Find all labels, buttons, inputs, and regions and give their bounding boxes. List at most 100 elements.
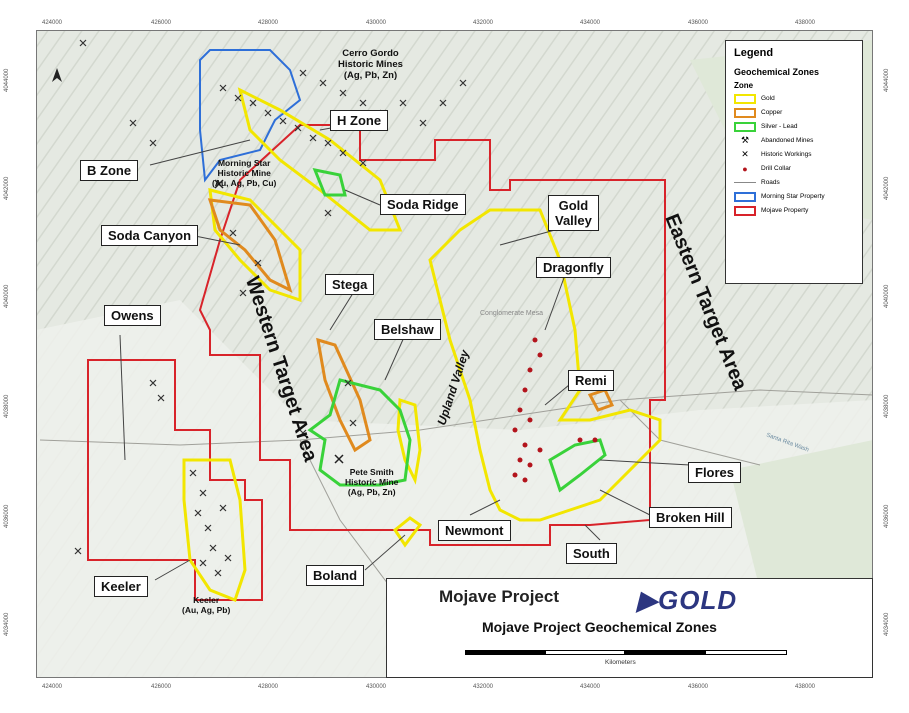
callout-newmont: Newmont (438, 520, 511, 541)
cerro-gordo-metals: (Ag, Pb, Zn) (343, 70, 398, 81)
x-tick: 430000 (365, 20, 387, 26)
callout-h-zone: H Zone (330, 110, 389, 131)
callout-boland: Boland (306, 565, 365, 586)
legend-label: Copper (761, 109, 783, 116)
x-tick: 436000 (687, 20, 709, 26)
legend-label: Silver - Lead (761, 123, 798, 130)
mine-pick-icon: ⚒ (740, 135, 750, 145)
x-tick: 428000 (257, 20, 279, 26)
drill-collars (512, 337, 598, 483)
callout-dragonfly: Dragonfly (536, 257, 611, 278)
keeler-hist-metals: (Au, Ag, Pb) (182, 605, 231, 615)
legend-item-silver-lead: Silver - Lead (734, 121, 854, 132)
legend-item-mojave: Mojave Property (734, 205, 854, 216)
y-tick: 4040000 (4, 284, 10, 308)
x-tick: 438000 (794, 684, 816, 690)
callout-soda-canyon: Soda Canyon (101, 225, 199, 246)
legend-label: Gold (761, 95, 775, 102)
callout-stega: Stega (325, 274, 375, 295)
map-legend: Legend Geochemical Zones Zone Gold Coppe… (725, 40, 863, 284)
historic-workings (74, 39, 467, 577)
scale-segment (625, 650, 705, 655)
gold-swatch (734, 93, 756, 104)
legend-label: Roads (761, 179, 780, 186)
morning-star-swatch (734, 191, 756, 202)
legend-item-gold: Gold (734, 93, 854, 104)
scale-segment (545, 650, 625, 655)
y-tick: 4042000 (884, 176, 890, 200)
morning-star-desc: Historic Mine (217, 168, 271, 178)
drill-dot-icon: ● (742, 163, 748, 174)
silver-lead-zones (307, 167, 607, 493)
green-hills-se (730, 440, 873, 600)
mojave-swatch (734, 205, 756, 216)
x-tick: 424000 (41, 684, 63, 690)
logo-text: GOLD (658, 585, 738, 615)
y-tick: 4038000 (884, 394, 890, 418)
keeler-historic-label: Keeler (Au, Ag, Pb) (182, 595, 230, 615)
silver-lead-swatch (734, 121, 756, 132)
y-tick: 4036000 (884, 504, 890, 528)
abandoned-mines (214, 179, 344, 464)
project-name: Mojave Project (439, 587, 559, 606)
gold-valley-line2: Valley (555, 213, 592, 228)
x-tick: 426000 (150, 684, 172, 690)
legend-item-historic-workings: ✕ Historic Workings (734, 149, 854, 160)
y-tick: 4044000 (884, 68, 890, 92)
keeler-hist-name: Keeler (193, 595, 220, 605)
callout-remi: Remi (568, 370, 614, 391)
y-tick: 4038000 (4, 394, 10, 418)
x-tick: 438000 (794, 20, 816, 26)
logo-mark-icon: ▶ (637, 585, 658, 615)
legend-label: Drill Collar (761, 165, 791, 172)
callout-flores: Flores (688, 462, 742, 483)
callout-soda-ridge: Soda Ridge (380, 194, 466, 215)
cerro-gordo-name: Cerro Gordo (342, 48, 399, 59)
callout-south: South (566, 543, 617, 564)
x-tick: 424000 (41, 20, 63, 26)
legend-zone-header: Zone (734, 81, 754, 90)
pete-smith-metals: (Ag, Pb, Zn) (347, 487, 396, 497)
legend-label: Historic Workings (761, 151, 812, 158)
y-tick: 4034000 (884, 612, 890, 636)
cross-icon: ✕ (741, 149, 749, 159)
callout-b-zone: B Zone (80, 160, 139, 181)
title-block: Mojave Project ▶GOLD Mojave Project Geoc… (386, 578, 873, 678)
x-tick: 434000 (579, 20, 601, 26)
legend-subtitle: Geochemical Zones (734, 67, 820, 77)
legend-title: Legend (734, 47, 774, 59)
y-tick: 4042000 (4, 176, 10, 200)
legend-item-copper: Copper (734, 107, 854, 118)
cerro-gordo-label: Cerro Gordo Historic Mines (Ag, Pb, Zn) (338, 48, 403, 81)
scale-segment (465, 650, 545, 655)
morning-star-property-boundary (199, 49, 302, 183)
gold-valley-line1: Gold (558, 198, 589, 213)
legend-item-abandoned-mines: ⚒ Abandoned Mines (734, 135, 854, 146)
x-tick: 432000 (472, 20, 494, 26)
y-tick: 4034000 (4, 612, 10, 636)
legend-item-drill-collar: ● Drill Collar (734, 163, 854, 174)
scale-segment (705, 650, 787, 655)
morning-star-name: Morning Star (217, 158, 271, 168)
road-line-icon (734, 182, 756, 183)
gold-zones (182, 87, 662, 602)
morning-star-label: Morning Star Historic Mine (Au, Ag, Pb, … (212, 158, 276, 188)
callout-broken-hill: Broken Hill (649, 507, 732, 528)
legend-item-morning-star: Morning Star Property (734, 191, 854, 202)
copper-zones (207, 198, 615, 453)
north-arrow-icon (52, 68, 62, 82)
y-tick: 4040000 (884, 284, 890, 308)
pete-smith-label: Pete Smith Historic Mine (Ag, Pb, Zn) (345, 467, 398, 497)
morning-star-metals: (Au, Ag, Pb, Cu) (212, 178, 277, 188)
scale-unit: Kilometers (605, 659, 636, 666)
copper-swatch (734, 107, 756, 118)
company-logo: ▶GOLD (637, 585, 737, 616)
x-tick: 428000 (257, 684, 279, 690)
callout-keeler: Keeler (94, 576, 148, 597)
x-tick: 426000 (150, 20, 172, 26)
legend-label: Abandoned Mines (761, 137, 814, 144)
x-tick: 432000 (472, 684, 494, 690)
pete-smith-name: Pete Smith (349, 467, 394, 477)
conglomerate-mesa-label: Conglomerate Mesa (480, 310, 544, 317)
x-tick: 434000 (579, 684, 601, 690)
